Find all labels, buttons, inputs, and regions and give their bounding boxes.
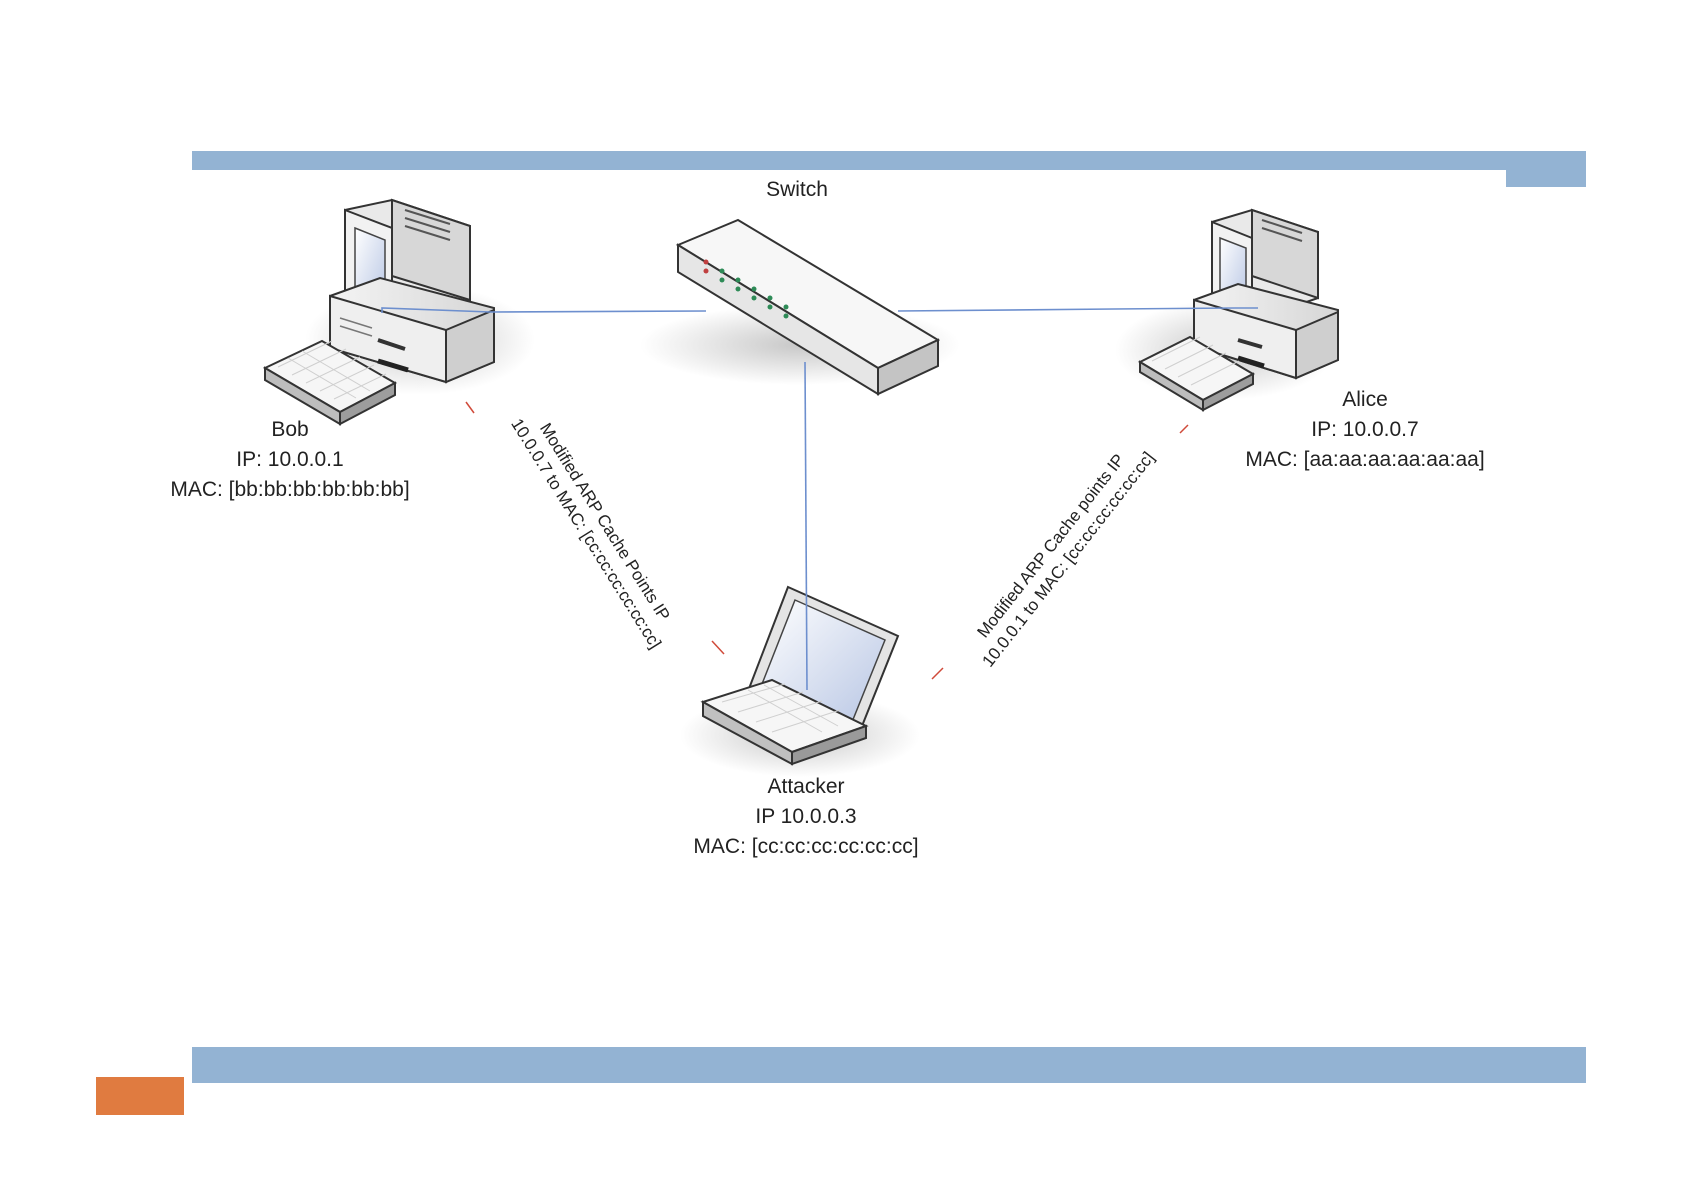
bob-name: Bob (271, 418, 308, 441)
alice-mac: MAC: [aa:aa:aa:aa:aa:aa] (1245, 448, 1484, 471)
alice-ip: IP: 10.0.0.7 (1311, 418, 1418, 441)
attacker-label-group: Attacker IP 10.0.0.3 MAC: [cc:cc:cc:cc:c… (693, 775, 918, 858)
arp-note-left: Modified ARP Cache Points IP 10.0.0.7 to… (507, 404, 683, 652)
attacker-mac: MAC: [cc:cc:cc:cc:cc:cc] (693, 835, 918, 858)
arp-note-right-line1: Modified ARP Cache points IP (973, 450, 1128, 641)
switch-icon (640, 220, 960, 394)
bob-ip: IP: 10.0.0.1 (236, 448, 343, 471)
arp-note-left-line1: Modified ARP Cache Points IP (536, 420, 674, 625)
alice-label-group: Alice IP: 10.0.0.7 MAC: [aa:aa:aa:aa:aa:… (1245, 388, 1484, 471)
arp-note-right-line2: 10.0.0.1 to MAC: [cc:cc:cc:cc:cc:cc] (978, 448, 1158, 670)
alice-name: Alice (1342, 388, 1388, 411)
bob-label-group: Bob IP: 10.0.0.1 MAC: [bb:bb:bb:bb:bb:bb… (170, 418, 409, 501)
bob-mac: MAC: [bb:bb:bb:bb:bb:bb] (170, 478, 409, 501)
attacker-ip: IP 10.0.0.3 (755, 805, 856, 828)
arp-note-left-line2: 10.0.0.7 to MAC: [cc:cc:cc:cc:cc:cc] (507, 415, 665, 652)
attacker-laptop-icon (680, 587, 920, 777)
alice-computer-icon (1115, 210, 1338, 410)
switch-label: Switch (766, 178, 828, 201)
attacker-name: Attacker (767, 775, 844, 798)
arp-note-right: Modified ARP Cache points IP 10.0.0.1 to… (961, 435, 1158, 671)
